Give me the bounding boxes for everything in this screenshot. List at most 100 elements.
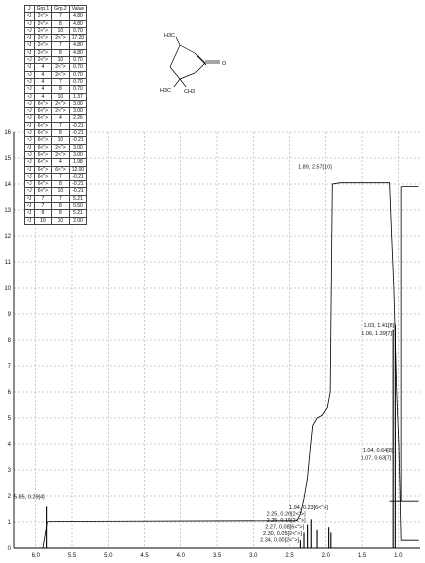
y-tick-label: 12 (4, 234, 11, 240)
coupling-table-cell: 7 (33, 194, 53, 204)
coupling-table-cell: ³J (24, 41, 35, 50)
y-tick-label: 7 (8, 364, 12, 370)
coupling-table-cell: ²J (24, 143, 35, 152)
coupling-table-cell: 6<"> (33, 180, 53, 189)
coupling-table-cell: 0.70 (68, 63, 88, 72)
coupling-table-cell: 4 (33, 70, 53, 79)
coupling-table-cell: 7 (51, 41, 70, 50)
y-tick-label: 15 (4, 156, 11, 162)
coupling-table-cell: 2<"> (33, 19, 53, 28)
coupling-table-header-cell: Grp.1 (33, 4, 53, 14)
y-tick-label: 1 (8, 520, 12, 526)
x-tick-label: 4.0 (177, 553, 186, 559)
coupling-table-cell: 4.80 (68, 12, 88, 21)
coupling-table-cell: 10 (51, 216, 70, 225)
y-tick-label: 3 (8, 468, 12, 474)
coupling-table-cell: 6<"> (33, 143, 53, 152)
coupling-table-cell: 3.00 (68, 143, 88, 152)
coupling-table-cell: ⁴J (24, 19, 35, 28)
coupling-table-cell: ²J (24, 209, 35, 218)
molecule-structure: H3C O H3C CH3 (160, 33, 227, 95)
carbonyl-oxygen-label: O (222, 61, 227, 67)
coupling-table-cell: 2<"> (33, 26, 53, 36)
coupling-table-cell: 4.80 (68, 41, 88, 50)
coupling-table-cell: 8 (51, 85, 70, 94)
coupling-table-cell: 6<"> (33, 129, 53, 138)
peak-annotations: 5.85, 0.29[4]1.89, 2.57[10]1.03, 1.41[8]… (14, 164, 395, 543)
coupling-table-cell: 7 (51, 172, 70, 182)
coupling-table-cell: 8 (51, 209, 70, 218)
coupling-table-cell: ⁴J (24, 99, 35, 109)
coupling-table-cell: 6<"> (33, 107, 53, 116)
coupling-table-cell: -0.21 (68, 136, 88, 145)
coupling-table-cell: 0.50 (68, 201, 88, 211)
coupling-table-cell: 2<"> (33, 48, 53, 58)
peak-annotation-label: 2.30, 0.05[2<">] (263, 531, 302, 537)
coupling-table-cell: 4.80 (68, 48, 88, 58)
coupling-table-cell: 7 (33, 201, 53, 211)
y-tick-label: 9 (8, 312, 12, 318)
methyl-label-top: H3C (164, 33, 175, 39)
y-tick-label: 0 (8, 546, 12, 552)
x-tick-label: 5.5 (68, 553, 77, 559)
x-tick-label: 1.0 (394, 553, 403, 559)
coupling-table-cell: 7 (51, 194, 70, 204)
y-tick-label: 6 (8, 390, 12, 396)
coupling-table-cell: 8 (51, 180, 70, 189)
coupling-table-cell: 6<"> (33, 165, 53, 174)
coupling-table-cell: ⁵J (24, 180, 35, 189)
x-tick-label: 6.0 (32, 553, 41, 559)
peak-annotation-label: 2.25, 0.15[2<">] (267, 518, 306, 524)
coupling-table-cell: 4 (33, 63, 53, 72)
coupling-table-cell: ²J (24, 34, 35, 43)
x-tick-label: 3.5 (213, 553, 222, 559)
x-tick-label: 3.0 (249, 553, 258, 559)
coupling-table-cell: 2<"> (51, 63, 70, 72)
coupling-table-cell: 8 (51, 129, 70, 138)
coupling-table-cell: 0.70 (68, 77, 88, 87)
coupling-table-cell: 8 (51, 48, 70, 58)
coupling-table-cell: ⁴J (24, 56, 35, 65)
coupling-table-cell: 10 (51, 136, 70, 145)
coupling-table-cell: 6<"> (33, 187, 53, 196)
coupling-table-cell: 4 (51, 158, 70, 167)
coupling-table-cell: 2<"> (51, 143, 70, 152)
coupling-table-cell: 0.70 (68, 26, 88, 36)
y-tick-label: 14 (4, 182, 11, 188)
coupling-table-cell: 5.21 (68, 209, 88, 218)
coupling-table-cell: -0.21 (68, 180, 88, 189)
coupling-table-cell: ²J (24, 121, 35, 131)
x-tick-label: 2.5 (285, 553, 294, 559)
coupling-table-cell: 2<"> (33, 56, 53, 65)
coupling-table-cell: 12.00 (68, 165, 88, 174)
coupling-table-cell: 8 (33, 209, 53, 218)
peak-annotation-label: 1.94, 0.23[6<">] (289, 505, 328, 511)
peak-annotation-label: 1.07, 0.63[7] (361, 456, 392, 462)
methyl-label-bottom-left: H3C (160, 88, 171, 94)
coupling-table-cell: 6<"> (33, 172, 53, 182)
coupling-table-cell: 6<"> (51, 165, 70, 174)
coupling-table-cell: ²J (24, 12, 35, 21)
y-tick-label: 2 (8, 494, 12, 500)
grid-lines (14, 131, 420, 549)
